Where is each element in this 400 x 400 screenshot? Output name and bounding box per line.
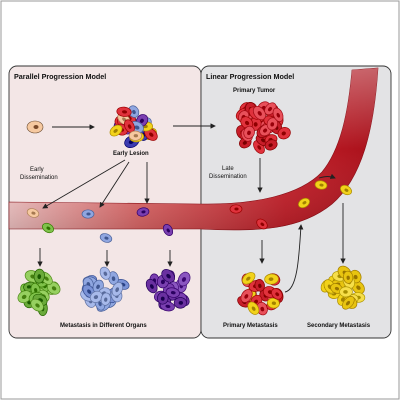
cell xyxy=(17,290,32,304)
cell xyxy=(247,301,260,315)
circulating-cells xyxy=(26,180,352,243)
cell xyxy=(81,209,95,219)
primary-tumor-cluster xyxy=(235,101,291,154)
cell xyxy=(89,290,103,303)
cell xyxy=(266,117,278,131)
green-metastasis-cluster xyxy=(17,268,61,316)
cell xyxy=(157,291,169,305)
parallel-panel-title: Parallel Progression Model xyxy=(14,72,106,81)
cell xyxy=(165,287,180,298)
cell xyxy=(340,184,352,196)
late-dissemination-line1: Late xyxy=(222,166,234,172)
cell xyxy=(116,106,132,117)
secondary-metastasis-label: Secondary Metastasis xyxy=(307,323,371,329)
primary-metastasis-label: Primary Metastasis xyxy=(223,323,278,329)
cell xyxy=(240,289,253,303)
cell xyxy=(343,270,354,284)
cell xyxy=(128,105,140,118)
cell xyxy=(242,272,256,285)
blue-metastasis-cluster xyxy=(80,266,130,312)
purple-metastasis-cluster xyxy=(145,269,191,312)
cell xyxy=(124,119,135,133)
linear-panel-title: Linear Progression Model xyxy=(206,72,294,81)
cell xyxy=(272,107,284,122)
dissemination-arrow-2 xyxy=(99,161,130,208)
cell xyxy=(298,197,310,209)
origin-cell xyxy=(26,120,44,134)
cell xyxy=(256,218,268,230)
cell xyxy=(33,268,45,284)
cell xyxy=(128,130,142,141)
arrow-in-vessel xyxy=(318,173,336,179)
cell xyxy=(173,297,187,309)
cell xyxy=(314,180,328,190)
early-lesion-label: Early Lesion xyxy=(113,151,149,157)
cell xyxy=(341,296,355,310)
cell xyxy=(254,279,265,292)
early-dissemination-line2: Dissemination xyxy=(20,175,58,181)
cell xyxy=(109,124,123,137)
late-dissemination-line2: Dissemination xyxy=(209,174,247,180)
cell xyxy=(264,139,278,151)
cell xyxy=(26,208,40,218)
primary-metastasis-cluster xyxy=(237,272,284,316)
cell xyxy=(177,271,191,287)
metastasis-different-organs-label: Metastasis in Different Organs xyxy=(60,323,147,329)
early-dissemination-line1: Early xyxy=(30,167,44,173)
arrow-reseed-vessel xyxy=(284,224,304,293)
dissemination-arrow-1 xyxy=(42,159,126,209)
cell xyxy=(99,233,113,243)
cell xyxy=(100,292,111,306)
cell xyxy=(161,269,175,283)
cell xyxy=(264,273,279,285)
cell xyxy=(99,266,111,280)
cell xyxy=(136,207,150,217)
cell xyxy=(111,281,124,297)
early-lesion-cluster xyxy=(109,105,158,148)
cell xyxy=(240,116,254,130)
cell xyxy=(267,297,280,309)
cell xyxy=(30,298,44,312)
secondary-metastasis-cluster xyxy=(320,265,366,310)
primary-tumor-label: Primary Tumor xyxy=(233,88,276,94)
cell xyxy=(243,125,255,139)
cell xyxy=(229,204,243,214)
cell xyxy=(277,127,291,140)
blood-vessel xyxy=(8,67,379,231)
cell xyxy=(271,288,283,300)
cell xyxy=(145,278,158,294)
cell xyxy=(339,286,353,298)
cell xyxy=(42,222,54,234)
cell xyxy=(162,224,174,236)
cell xyxy=(252,105,266,121)
